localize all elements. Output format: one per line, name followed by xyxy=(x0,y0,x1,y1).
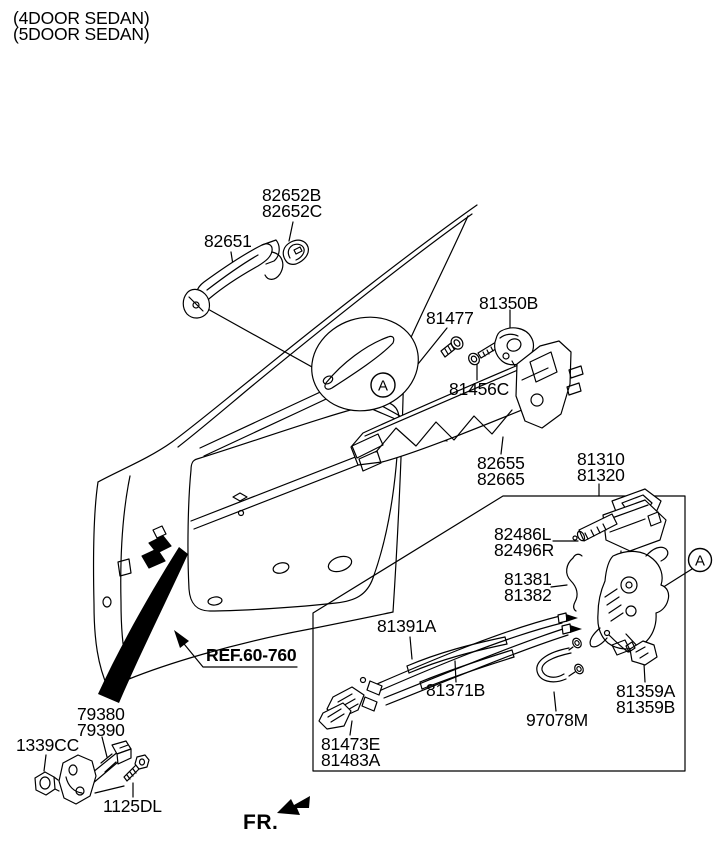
part-number: 81310 xyxy=(577,449,625,469)
callout-81477: 81477 xyxy=(426,308,474,328)
fr-direction-label: FR. xyxy=(243,811,279,834)
part-screw-81456C xyxy=(468,341,500,366)
callout-81359: 81359A 81359B xyxy=(616,681,676,717)
part-number: 1125DL xyxy=(103,796,162,816)
part-cable-housing xyxy=(318,686,365,730)
part-door-checker xyxy=(34,740,150,805)
part-number: 81473E xyxy=(321,734,381,754)
part-number: 81382 xyxy=(504,585,552,605)
part-number: 81391A xyxy=(377,616,437,636)
part-number: 81456C xyxy=(449,379,510,399)
callout-81456C: 81456C xyxy=(449,379,510,399)
part-number: 79380 xyxy=(77,704,125,724)
part-number: 81350B xyxy=(479,293,539,313)
callout-ref-60-760: REF.60-760 xyxy=(206,645,297,665)
callout-81371B: 81371B xyxy=(426,680,486,700)
callout-81310: 81310 81320 xyxy=(577,449,625,485)
detail-marker-letter: A xyxy=(378,378,388,395)
callout-82652: 82652B 82652C xyxy=(262,185,323,221)
part-number: 79390 xyxy=(77,720,125,740)
ref-text: REF.60-760 xyxy=(206,645,297,665)
part-number: 82496R xyxy=(494,540,555,560)
part-number: 81320 xyxy=(577,465,625,485)
callout-79380: 79380 79390 xyxy=(77,704,125,740)
part-cables xyxy=(354,612,582,712)
part-number: 82486L xyxy=(494,524,552,544)
callout-81391A: 81391A xyxy=(377,616,437,636)
leader-lines xyxy=(43,221,693,798)
variant-line: (5DOOR SEDAN) xyxy=(13,24,150,44)
part-safety-rod xyxy=(536,637,584,683)
callout-81350B: 81350B xyxy=(479,293,539,313)
door-checker-silhouette xyxy=(98,525,188,703)
part-number: 81477 xyxy=(426,308,474,328)
part-nut-1339CC xyxy=(34,771,60,796)
inset-box xyxy=(312,495,686,772)
callout-1339CC: 1339CC xyxy=(16,735,80,755)
fr-text: FR. xyxy=(243,811,279,834)
callout-97078M: 97078M xyxy=(526,710,589,730)
part-bolt-1125DL xyxy=(123,754,150,782)
detail-marker-letter: A xyxy=(695,553,705,570)
cable-latch-fittings xyxy=(557,612,582,635)
fr-arrow xyxy=(277,796,310,815)
part-number: 97078M xyxy=(526,710,589,730)
callout-82486: 82486L 82496R xyxy=(494,524,555,560)
part-number: 81381 xyxy=(504,569,552,589)
part-door-latch xyxy=(589,546,670,656)
black-swoosh xyxy=(98,547,188,703)
detail-circle-a-door: A xyxy=(370,372,396,398)
part-connecting-rod xyxy=(566,553,583,612)
part-lock-key-rod xyxy=(572,488,667,568)
callout-82651: 82651 xyxy=(204,231,252,251)
part-number: 82652B xyxy=(262,185,322,205)
part-number: 82655 xyxy=(477,453,525,473)
part-number: 82652C xyxy=(262,201,323,221)
variant-note: (4DOOR SEDAN) (5DOOR SEDAN) xyxy=(13,8,150,44)
handle-recess xyxy=(311,316,419,412)
part-number: 81359A xyxy=(616,681,676,701)
ref-arrow xyxy=(174,630,298,668)
detail-circle-a-box: A xyxy=(687,547,713,573)
callout-1125DL: 1125DL xyxy=(103,796,162,816)
callout-82655: 82655 82665 xyxy=(477,453,525,489)
part-handle-base xyxy=(350,340,584,472)
callout-81473: 81473E 81483A xyxy=(321,734,381,770)
part-number: 82651 xyxy=(204,231,252,251)
part-number: 81371B xyxy=(426,680,486,700)
part-number: 82665 xyxy=(477,469,525,489)
callout-81381: 81381 81382 xyxy=(504,569,552,605)
part-handle-cap xyxy=(282,239,309,265)
part-outside-handle xyxy=(182,239,284,319)
variant-line: (4DOOR SEDAN) xyxy=(13,8,150,28)
part-connector-81359 xyxy=(603,629,658,666)
part-screw-81477 xyxy=(440,336,464,358)
part-number: 1339CC xyxy=(16,735,80,755)
part-number: 81359B xyxy=(616,697,676,717)
part-number: 81483A xyxy=(321,750,381,770)
